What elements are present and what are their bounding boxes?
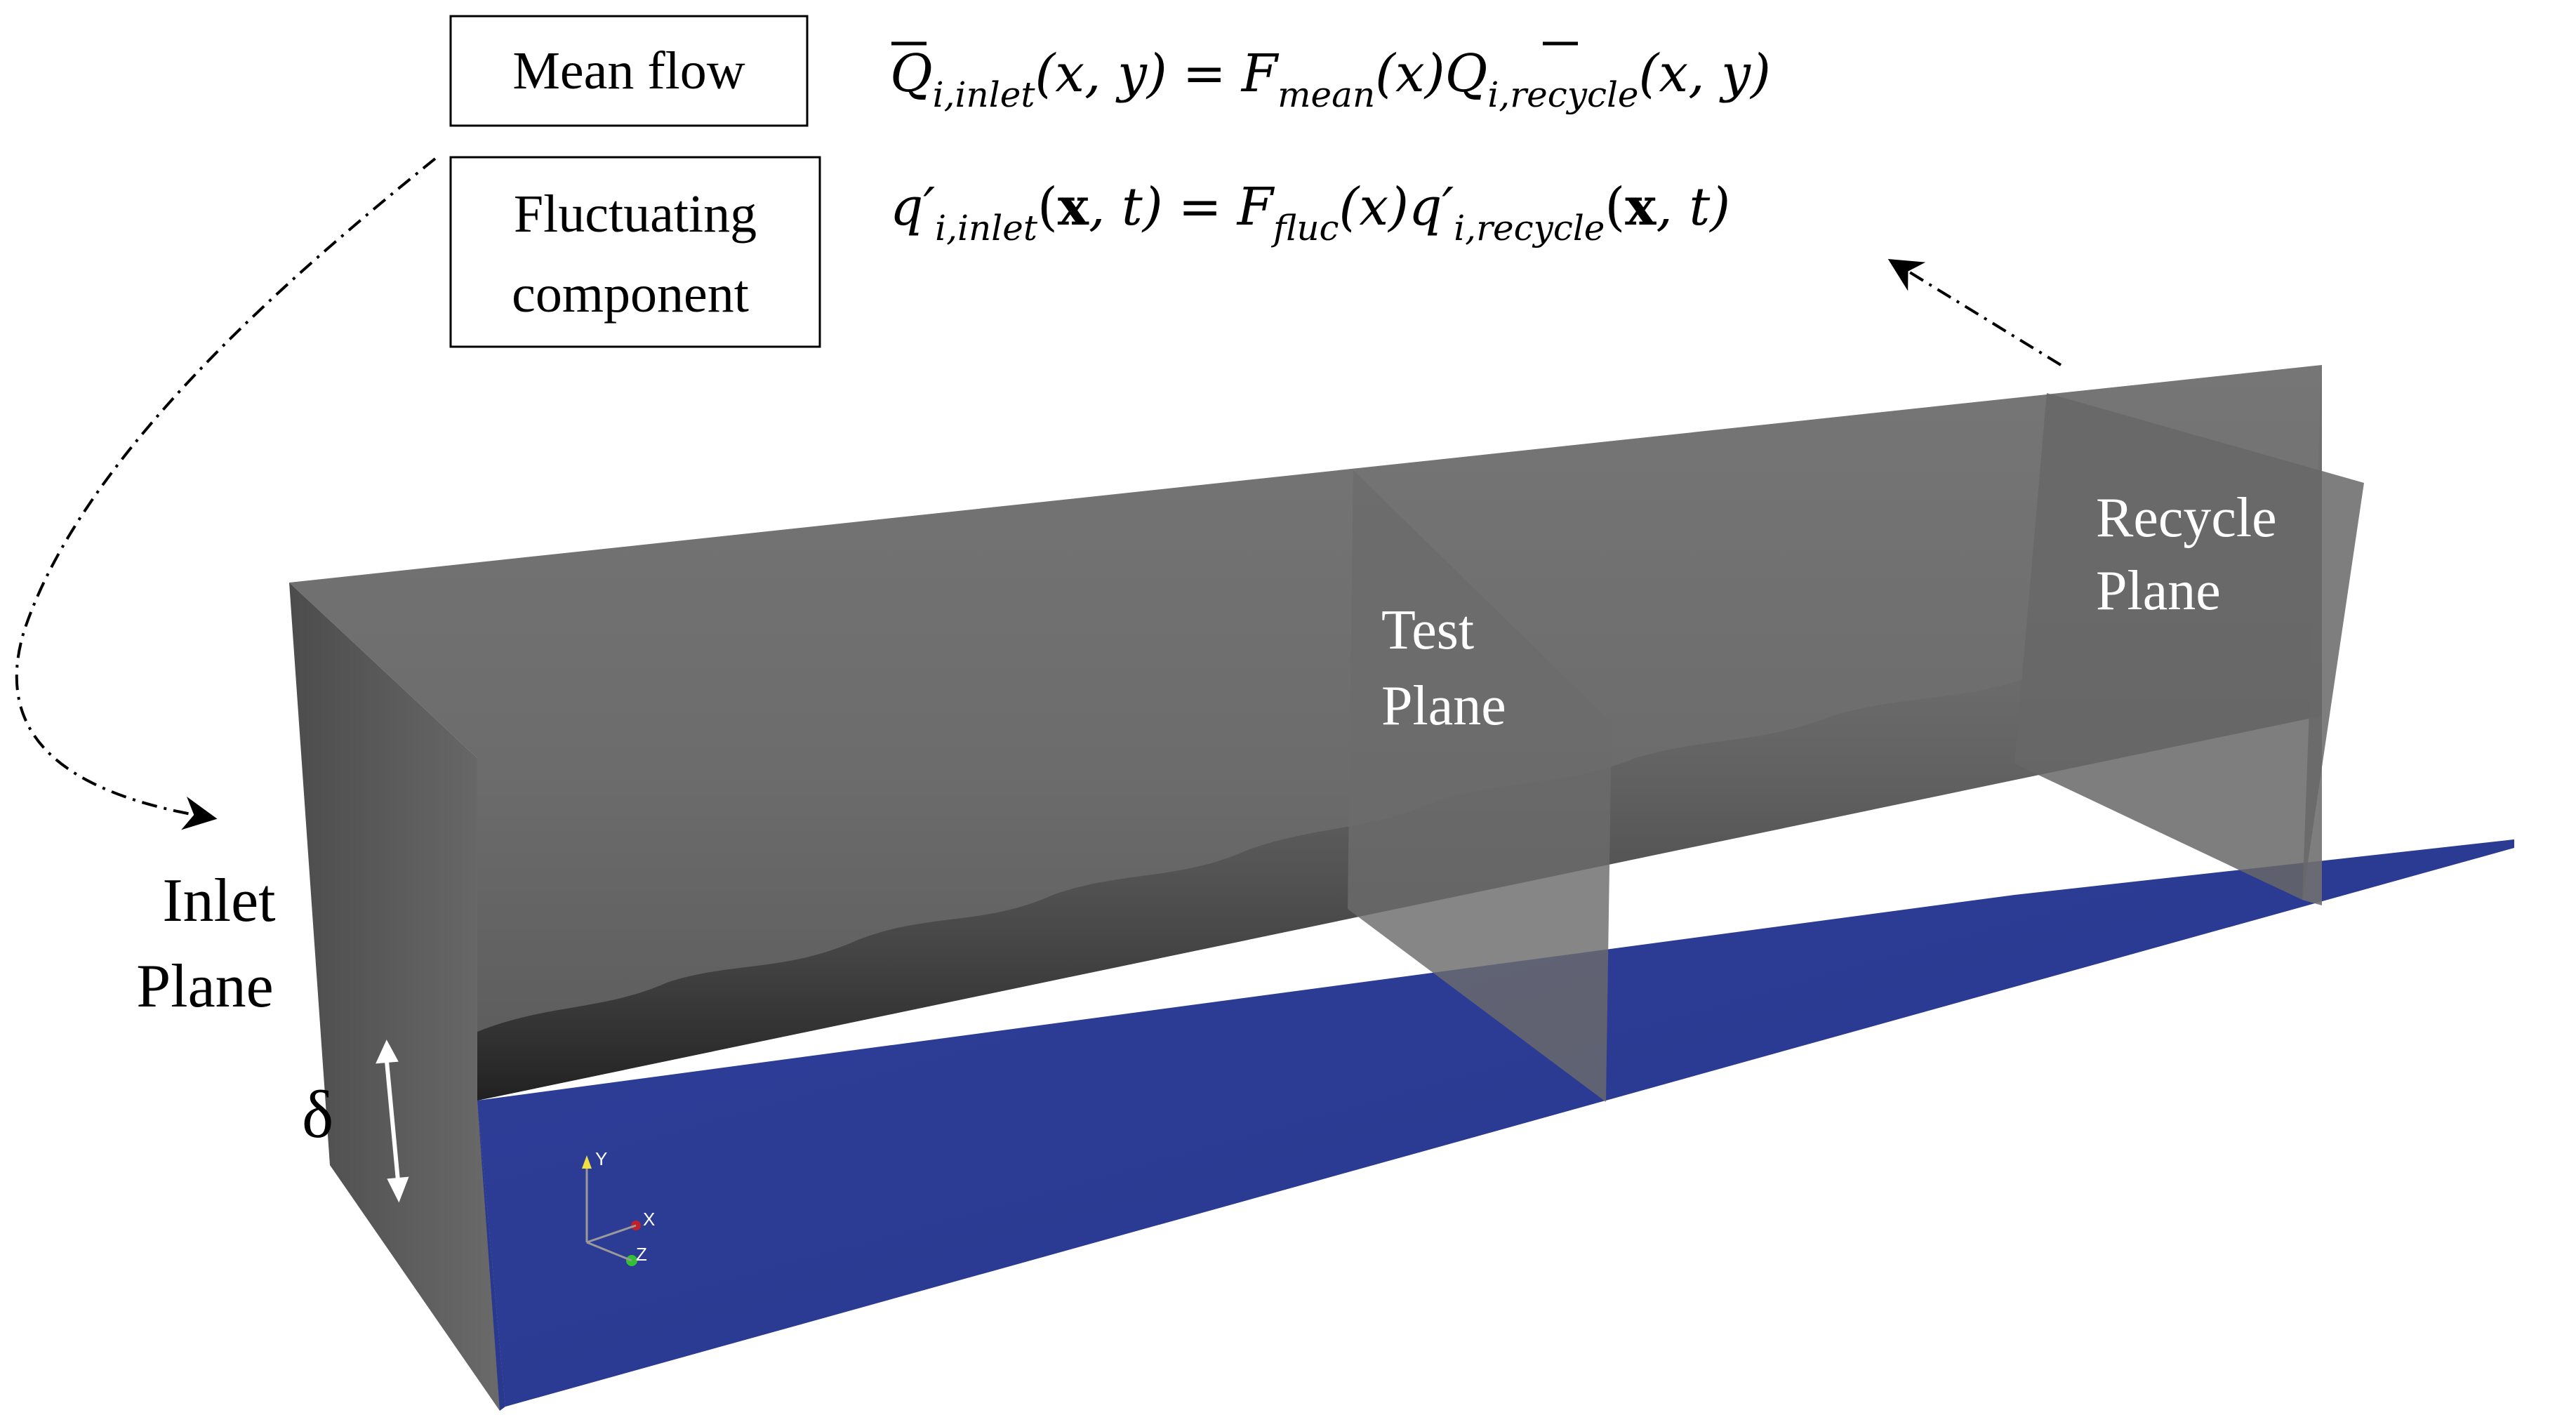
fluc-factor-sub: fluc [1270,208,1339,248]
recycle-plane-label-line1: Recycle [2096,487,2277,549]
fluc-lhs-open: ( [1037,177,1058,237]
test-plane-label-line1: Test [1381,599,1474,661]
mean-rhs-symbol: Q [1445,44,1488,104]
mean-rhs-args: (x, y) [1639,44,1771,104]
test-plane-label-line2: Plane [1381,675,1506,737]
test-plane [1348,470,1612,1102]
inlet-plane [289,583,500,1411]
y-axis-icon [582,1155,592,1169]
axes-triad: Y X Z [582,1148,655,1266]
fluctuating-component-box [449,156,821,348]
fluctuating-equation: q′i,inlet(x, t)=Ffluc(x)q′i,recycle(x, t… [890,177,1730,248]
mean-flow-box [449,15,809,127]
mean-factor-args: (x) [1375,44,1445,104]
fluc-rhs-bold: x [1625,177,1657,237]
mean-rhs-sub: i,recycle [1487,74,1638,115]
mean-factor: F [1240,44,1280,104]
axis-label-z: Z [636,1244,647,1265]
inlet-plane-label-line2: Plane [136,952,274,1021]
recycle-plane [2014,393,2364,900]
fluc-rhs-sub: i,recycle [1454,208,1605,248]
fluctuating-label-line1: Fluctuating [514,185,757,244]
axis-label-x: X [643,1209,655,1230]
fluc-rhs-close: , t) [1656,177,1730,237]
mean-factor-sub: mean [1277,74,1375,115]
fluc-factor: F [1236,177,1275,237]
fluc-factor-args: (x) [1339,177,1409,237]
fluc-rhs-open: ( [1605,177,1625,237]
fluc-lhs-sub: i,inlet [935,208,1038,248]
recycle-plane-label-line2: Plane [2096,560,2221,622]
arrow-from-recycle [1887,258,2062,366]
arrow-to-inlet [15,157,437,830]
fluc-lhs-symbol: q′ [890,177,935,237]
delta-symbol: δ [302,1077,333,1152]
side-wall-plane [289,365,2322,1101]
fluc-lhs-bold: x [1058,177,1089,237]
fluc-equals: = [1179,177,1222,237]
axis-label-y: Y [595,1148,607,1169]
mean-lhs-sub: i,inlet [933,74,1036,115]
fluctuating-label-line2: component [512,265,749,324]
mean-lhs-symbol: Q [890,44,933,104]
fluc-lhs-close: , t) [1089,177,1163,237]
mean-equals: = [1183,44,1226,104]
fluc-rhs-symbol: q′ [1409,177,1454,237]
mean-flow-equation: Qi,inlet(x, y)=Fmean(x)Qi,recycle(x, y) [890,44,1771,115]
mean-lhs-args: (x, y) [1035,44,1167,104]
inlet-plane-label-line1: Inlet [162,867,275,935]
mean-flow-label: Mean flow [512,41,745,100]
floor-wall-main [477,839,2514,1407]
delta-arrow [376,1039,409,1203]
